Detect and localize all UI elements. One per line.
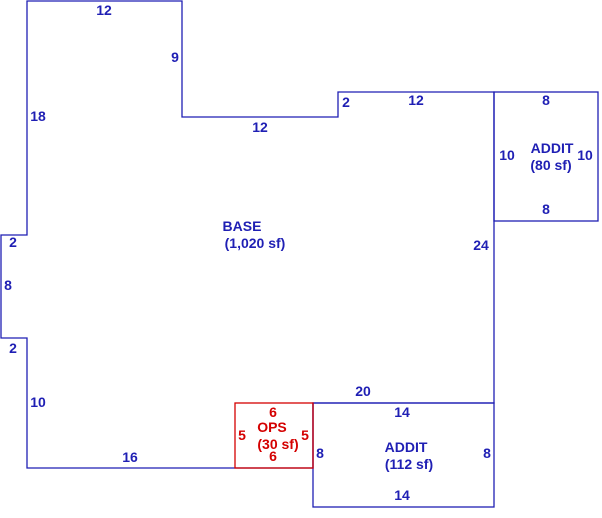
addit-right-dim-top: 8 [542, 92, 550, 108]
addit-bottom-size: (112 sf) [385, 456, 433, 472]
base-dim-notch-bottom: 12 [252, 119, 268, 135]
base-area-name: BASE [223, 218, 262, 234]
ops-size: (30 sf) [257, 436, 298, 452]
base-dim-top: 12 [96, 2, 112, 18]
base-dim-jog-side: 8 [4, 277, 12, 293]
ops-dim-bottom: 6 [269, 448, 277, 464]
ops-dim-left: 5 [238, 427, 246, 443]
base-dim-bottom-mid: 20 [355, 383, 371, 399]
ops-outline [234, 402, 314, 469]
addit-bottom-dim-top: 14 [394, 404, 410, 420]
addit-right-dim-right: 10 [577, 147, 593, 163]
addit-bottom-dim-right: 8 [483, 445, 491, 461]
addit-right-name: ADDIT [531, 140, 574, 156]
base-dim-notch-vertical: 9 [171, 49, 179, 65]
base-dim-right: 24 [473, 237, 489, 253]
ops-dim-top: 6 [269, 404, 277, 420]
addit-bottom-dim-bottom: 14 [394, 487, 410, 503]
base-dim-jog-upper: 2 [9, 234, 17, 250]
ops-name: OPS [257, 419, 287, 435]
addit-right-dim-bottom: 8 [542, 201, 550, 217]
ops-dim-right: 5 [301, 427, 309, 443]
base-dim-left-upper: 18 [30, 108, 46, 124]
addit-right-dim-left: 10 [499, 147, 515, 163]
addit-right-size: (80 sf) [530, 157, 571, 173]
addit-bottom-name: ADDIT [385, 439, 428, 455]
base-area-size: (1,020 sf) [225, 235, 286, 251]
base-dim-left-lower: 10 [30, 394, 46, 410]
base-dim-step-small: 2 [342, 94, 350, 110]
base-dim-bottom-left: 16 [122, 449, 138, 465]
addit-bottom-dim-left: 8 [316, 445, 324, 461]
base-dim-jog-lower: 2 [9, 340, 17, 356]
base-dim-upper-right-top: 12 [408, 92, 424, 108]
addit-right-outline [493, 91, 599, 222]
